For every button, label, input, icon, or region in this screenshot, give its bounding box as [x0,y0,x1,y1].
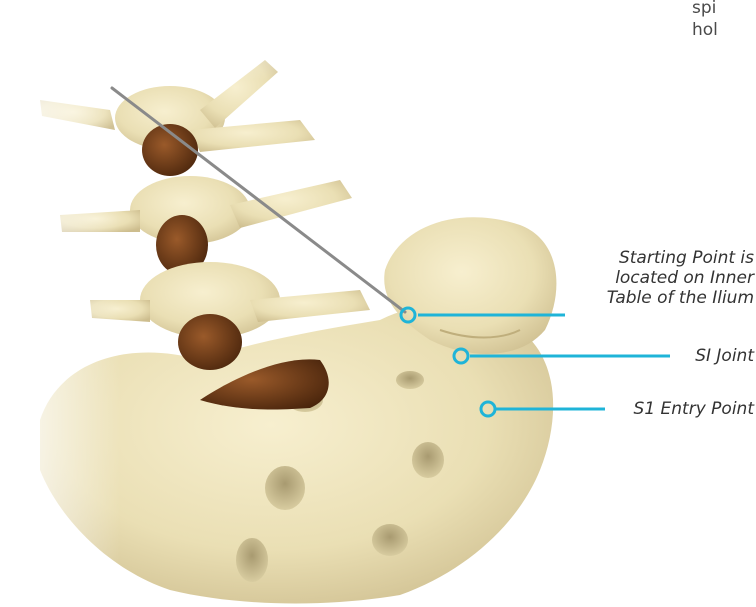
callout-si-joint-label: SI Joint [695,346,754,366]
callout-starting-point-line-2: located on Inner [607,268,754,288]
callout-starting-point-line-3: Table of the Ilium [607,288,754,308]
callout-starting-point-label: Starting Point is located on Inner Table… [607,248,754,308]
corner-text-line-2: hol [692,22,718,39]
callout-starting-point-line-1: Starting Point is [607,248,754,268]
callout-s1-entry-point-label: S1 Entry Point [634,399,754,419]
corner-text-line-1: spi [692,0,716,17]
